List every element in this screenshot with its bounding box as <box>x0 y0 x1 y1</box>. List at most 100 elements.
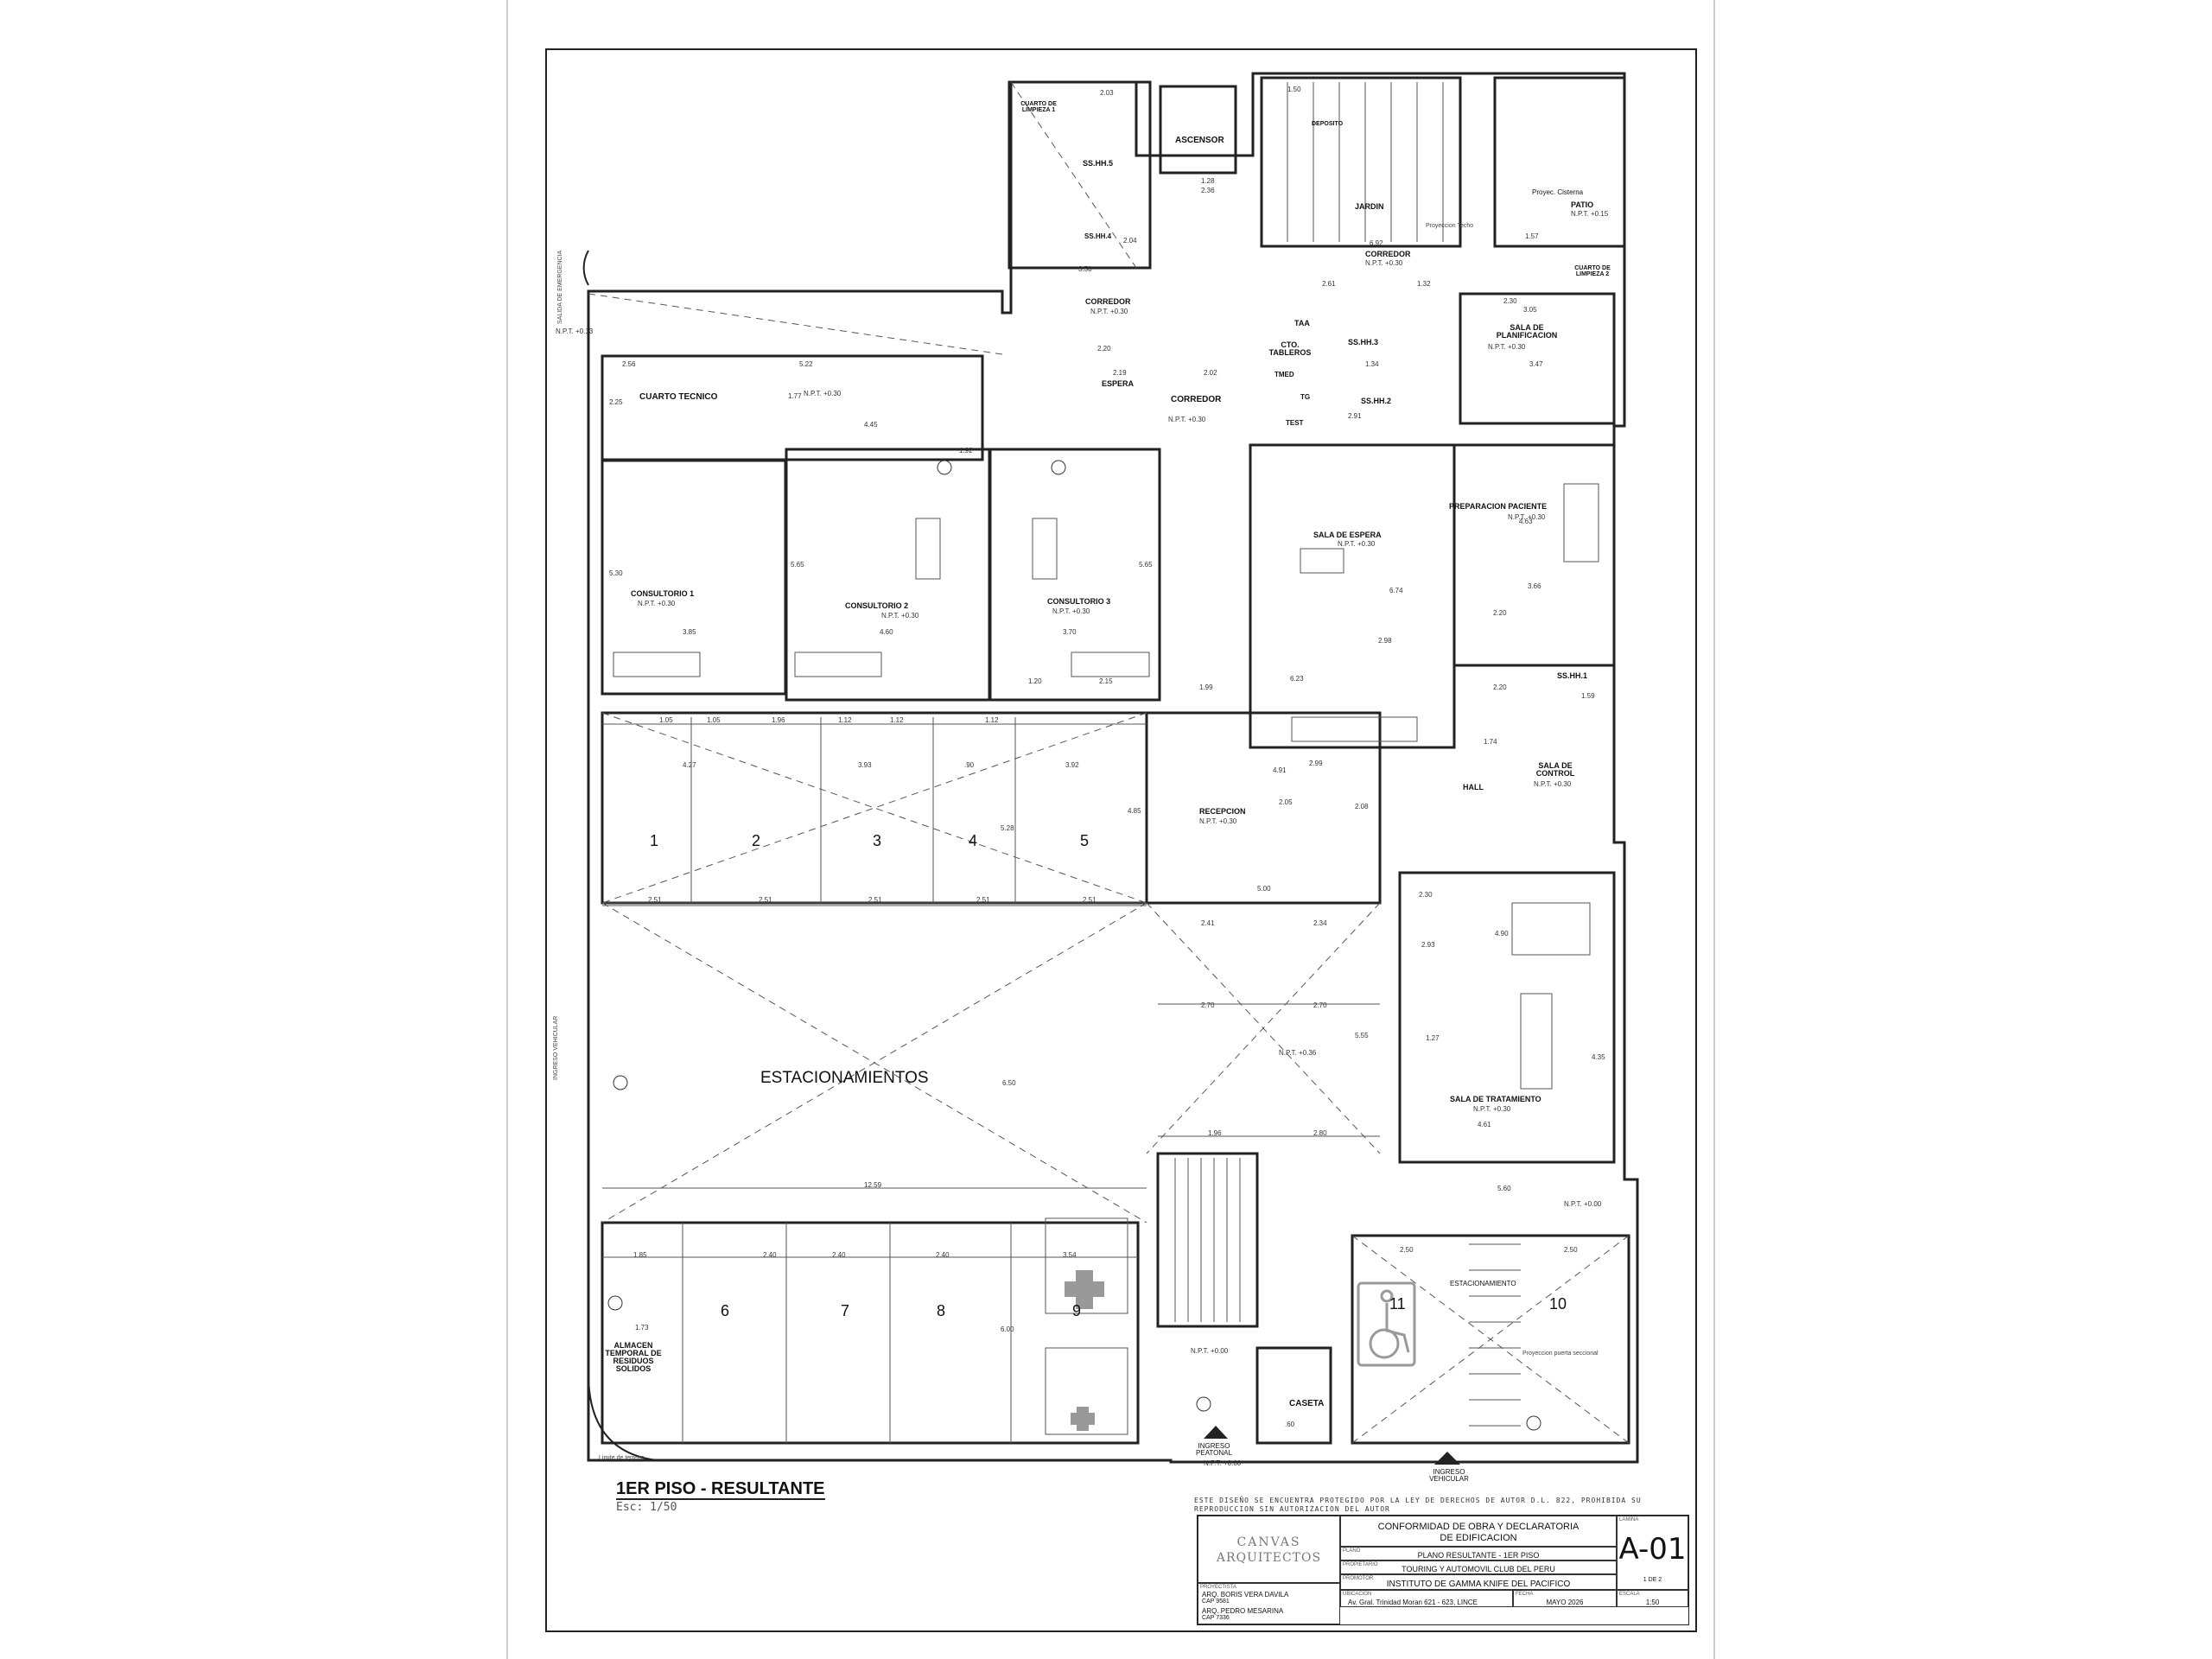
plano-caption: PLANO <box>1343 1548 1361 1554</box>
label-salida-emergencia: SALIDA DE EMERGENCIA <box>557 250 563 324</box>
room-label-deposito: DEPOSITO <box>1312 121 1344 127</box>
parking-stall-5: 5 <box>1080 832 1090 849</box>
room-label-tmed: TMED <box>1274 371 1294 378</box>
dim: 3.66 <box>1528 582 1541 590</box>
plano-value: PLANO RESULTANTE - 1ER PISO <box>1417 1551 1540 1560</box>
npt-corredor-main: N.P.T. +0.30 <box>1168 416 1206 423</box>
logo-canvas: CANVAS <box>1236 1535 1301 1549</box>
dim: 1.12 <box>890 716 904 724</box>
npt-sala-control: N.P.T. +0.30 <box>1534 780 1572 788</box>
dim: 1.27 <box>1426 1034 1440 1042</box>
room-label-proyec-cisterna: Proyec. Cisterna <box>1532 188 1584 196</box>
fecha-value: MAYO 2026 <box>1546 1599 1584 1606</box>
dim: 2.36 <box>1201 187 1215 194</box>
dim: 5.30 <box>609 569 623 577</box>
dim: 2.08 <box>1355 803 1369 810</box>
dim: 1.85 <box>633 1251 647 1259</box>
room-label-cuarto-tecnico: CUARTO TECNICO <box>639 392 718 402</box>
npt-ramp: N.P.T. +0.00 <box>1191 1347 1229 1355</box>
dim: 2.93 <box>1421 941 1435 949</box>
logo-cell: CANVAS ARQUITECTOS <box>1198 1516 1340 1583</box>
npt-preparacion: N.P.T. +0.30 <box>1508 513 1546 521</box>
project-type-cell: CONFORMIDAD DE OBRA Y DECLARATORIA DE ED… <box>1340 1516 1617 1547</box>
room-label-taa: TAA <box>1294 319 1310 327</box>
npt-central: N.P.T. +0.36 <box>1279 1049 1317 1057</box>
patio-block <box>1493 76 1626 248</box>
dim: 2.91 <box>1348 412 1362 420</box>
dim: 2.40 <box>832 1251 846 1259</box>
label-proyeccion-puerta: Proyeccion puerta seccional <box>1522 1351 1599 1357</box>
room-label-sala-control: SALA DE CONTROL <box>1535 761 1575 778</box>
dim: 2.70 <box>1313 1001 1327 1009</box>
npt-patio: N.P.T. +0.15 <box>1571 210 1609 218</box>
dim: 2.05 <box>1279 798 1293 806</box>
npt-ingreso-peatonal: N.P.T. +0.00 <box>1204 1459 1242 1467</box>
dim: 4.63 <box>1519 518 1533 525</box>
promotor-caption: PROMOTOR <box>1343 1576 1374 1581</box>
room-label-recepcion: RECEPCION <box>1199 807 1246 816</box>
room-label-cuarto-limpieza-1: CUARTO DE LIMPIEZA 1 <box>1020 101 1057 113</box>
title-block: CANVAS ARQUITECTOS CONFORMIDAD DE OBRA Y… <box>1197 1515 1689 1625</box>
dim: 2.56 <box>622 360 636 368</box>
dim: 2.98 <box>1378 637 1392 645</box>
propietario-value: TOURING Y AUTOMOVIL CLUB DEL PERU <box>1402 1565 1555 1573</box>
parking-accessible-bay <box>1351 1234 1630 1445</box>
dim: 1.96 <box>1208 1129 1222 1137</box>
dim: 3.05 <box>1523 306 1537 314</box>
dim: 1.05 <box>707 716 721 724</box>
dim: 1.20 <box>1028 677 1042 685</box>
dim: 5.60 <box>1497 1185 1511 1192</box>
dim: 1.32 <box>1417 280 1431 288</box>
dim: 6.92 <box>1370 239 1383 247</box>
room-label-sshh1: SS.HH.1 <box>1557 671 1588 680</box>
caseta-wall <box>1255 1346 1332 1445</box>
fecha-cell: FECHA MAYO 2026 <box>1513 1590 1617 1607</box>
dim: 4.45 <box>864 421 878 429</box>
dim: 2.04 <box>1123 237 1137 245</box>
project-type: CONFORMIDAD DE OBRA Y DECLARATORIA DE ED… <box>1377 1522 1580 1543</box>
consultorio-2-wall <box>785 448 991 702</box>
dim: 2.51 <box>976 896 990 904</box>
plano-cell: PLANO PLANO RESULTANTE - 1ER PISO <box>1340 1547 1617 1560</box>
stair-block <box>1260 76 1462 248</box>
room-label-patio: PATIO <box>1571 200 1594 209</box>
room-label-sshh3: SS.HH.3 <box>1348 338 1379 346</box>
dim: 2.03 <box>1100 89 1114 97</box>
planificacion-wall <box>1459 292 1616 425</box>
npt-planificacion: N.P.T. +0.30 <box>1488 343 1526 351</box>
consultorio-1-wall <box>601 459 787 696</box>
label-ingreso-peatonal: INGRESO PEATONAL <box>1196 1442 1232 1457</box>
prep-paciente-wall <box>1452 443 1616 667</box>
npt-consultorio-2: N.P.T. +0.30 <box>881 612 919 620</box>
dim: 2.40 <box>763 1251 777 1259</box>
dim: 2.51 <box>868 896 882 904</box>
room-label-cto-tableros: CTO. TABLEROS <box>1268 340 1312 357</box>
escala-cell: ESCALA 1:50 <box>1617 1590 1688 1607</box>
dim: 4.60 <box>880 628 893 636</box>
lamina-value: A-01 <box>1618 1532 1687 1567</box>
dim: 2.41 <box>1201 919 1215 927</box>
npt-recepcion: N.P.T. +0.30 <box>1199 817 1237 825</box>
dim: 6.00 <box>1001 1325 1014 1333</box>
elevator-shaft <box>1159 85 1237 175</box>
room-label-almacen: ALMACEN TEMPORAL DE RESIDUOS SOLIDOS <box>605 1341 662 1373</box>
dim: 3.93 <box>858 761 872 769</box>
proyectista-cell: PROYECTISTA ARQ. BORIS VERA DAVILA CAP 9… <box>1198 1583 1340 1624</box>
promotor-value: INSTITUTO DE GAMMA KNIFE DEL PACIFICO <box>1386 1580 1571 1589</box>
dim: 1.12 <box>838 716 852 724</box>
dim: 2.99 <box>1309 760 1323 767</box>
dim: 4.27 <box>683 761 696 769</box>
dim: 2.20 <box>1493 609 1507 617</box>
room-label-sala-planificacion: SALA DE PLANIFICACION <box>1496 323 1558 340</box>
npt-sala-espera: N.P.T. +0.30 <box>1338 540 1376 548</box>
dim: 3.70 <box>1063 628 1077 636</box>
dim: 5.65 <box>791 561 804 569</box>
sheet-right-edge <box>1713 0 1715 1659</box>
drawing-frame <box>545 48 1697 1632</box>
dim: 1.57 <box>1525 232 1539 240</box>
room-label-jardin: JARDIN <box>1355 202 1384 211</box>
dim: 2.25 <box>609 398 623 406</box>
room-label-hall: HALL <box>1463 783 1484 791</box>
dim: 2.70 <box>1201 1001 1215 1009</box>
dim: 2.50 <box>1564 1246 1578 1254</box>
